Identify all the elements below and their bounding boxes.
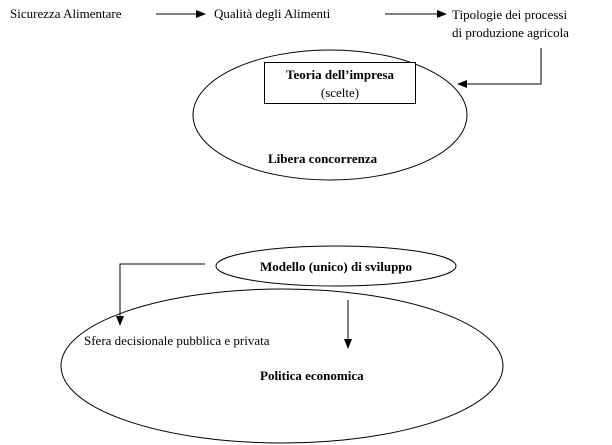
model-label: Modello (unico) di sviluppo — [259, 259, 413, 274]
flow-step-safety: Sicurezza Alimentare — [10, 6, 122, 21]
upper-ellipse — [192, 49, 468, 181]
arrow-typologies-to-theory — [457, 48, 542, 88]
flow-step-typologies-line2: di produzione agricola — [452, 25, 569, 40]
flow-step-quality: Qualità degli Alimenti — [214, 6, 331, 21]
theory-box-subtitle: (scelte) — [320, 85, 360, 100]
model-ellipse — [215, 245, 457, 287]
lower-ellipse — [60, 288, 504, 444]
sphere-label: Sfera decisionale pubblica e privata — [84, 333, 270, 348]
arrow-model-to-sphere — [116, 263, 205, 326]
economic-policy-label: Politica economica — [260, 368, 364, 383]
theory-box — [264, 62, 416, 104]
free-competition-label: Libera concorrenza — [268, 151, 378, 166]
flow-step-typologies-line1: Tipologie dei processi — [452, 7, 568, 22]
theory-box-title: Teoria dell’impresa — [286, 67, 394, 82]
